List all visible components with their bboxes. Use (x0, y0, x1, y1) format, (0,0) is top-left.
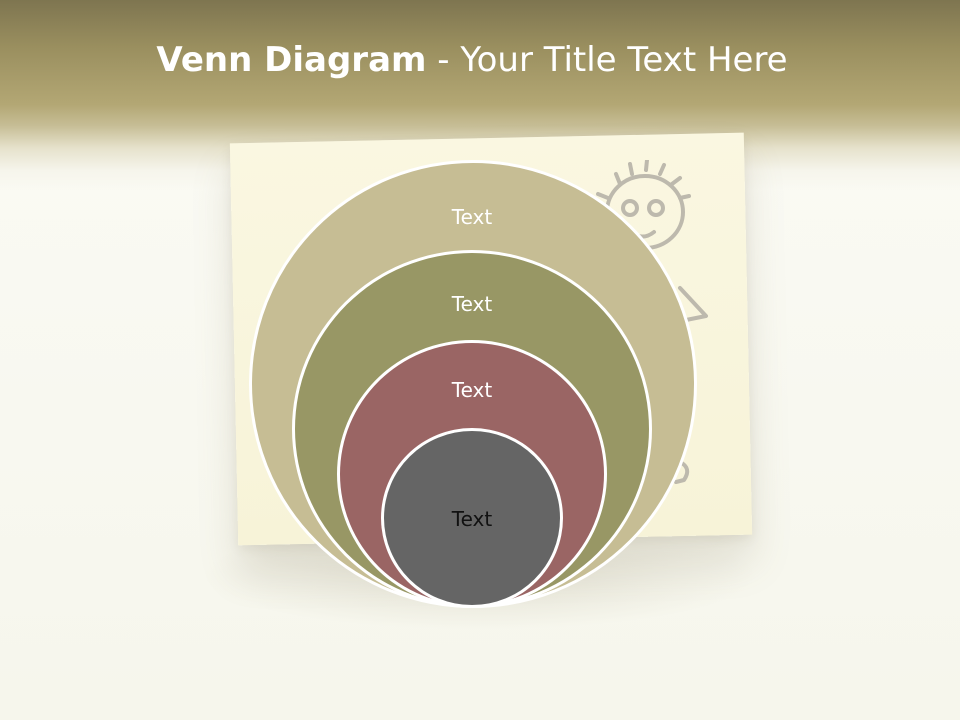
smiley-doodle-icon (596, 160, 708, 484)
venn-label-second: Text (451, 292, 493, 316)
venn-label-inner: Text (451, 507, 493, 531)
slide-title: Venn Diagram - Your Title Text Here (0, 40, 944, 80)
venn-circle-inner (381, 428, 563, 608)
venn-label-third: Text (451, 378, 493, 402)
venn-label-outer: Text (451, 205, 493, 229)
title-rest-part: - Your Title Text Here (426, 40, 788, 80)
title-bold-part: Venn Diagram (156, 40, 427, 80)
